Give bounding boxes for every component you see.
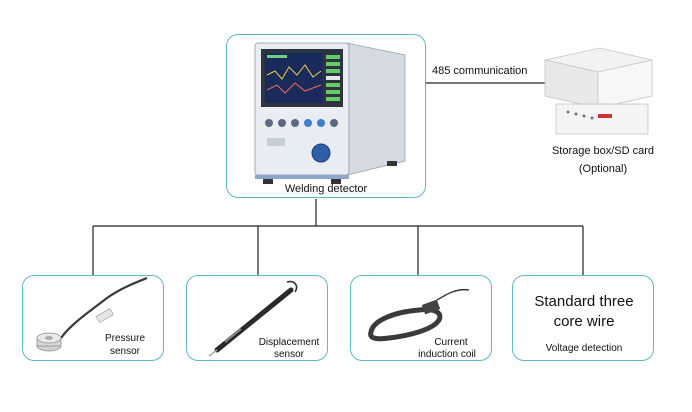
three-core-wire-title-line1: Standard three xyxy=(534,293,634,310)
link-label-485: 485 communication xyxy=(432,65,528,77)
current-coil-label-line1: Current xyxy=(434,337,468,348)
displacement-sensor-label-line2: sensor xyxy=(273,349,304,360)
welding-detector-box xyxy=(226,34,426,198)
pressure-sensor-label-line1: Pressure xyxy=(104,333,145,344)
pressure-sensor-image xyxy=(36,276,148,352)
displacement-sensor-box: Displacement sensor xyxy=(186,275,328,361)
displacement-sensor-image xyxy=(208,280,298,357)
storage-note: (Optional) xyxy=(578,163,628,175)
three-core-wire-title-line2: core wire xyxy=(553,313,615,330)
welding-detector-label: Welding detector xyxy=(284,183,368,195)
current-coil-box: Current induction coil xyxy=(350,275,492,361)
voltage-detection-box: Standard three core wire Voltage detecti… xyxy=(512,275,654,361)
current-coil-label-line2: induction coil xyxy=(418,349,476,360)
displacement-sensor-label-line1: Displacement xyxy=(258,337,320,348)
current-coil-image xyxy=(368,288,470,342)
pressure-sensor-box: Pressure sensor xyxy=(22,275,164,361)
voltage-detection-label: Voltage detection xyxy=(545,343,623,354)
welding-detector-device-image xyxy=(254,42,406,184)
storage-label: Storage box/SD card xyxy=(551,145,655,157)
pressure-sensor-label-line2: sensor xyxy=(109,346,140,357)
